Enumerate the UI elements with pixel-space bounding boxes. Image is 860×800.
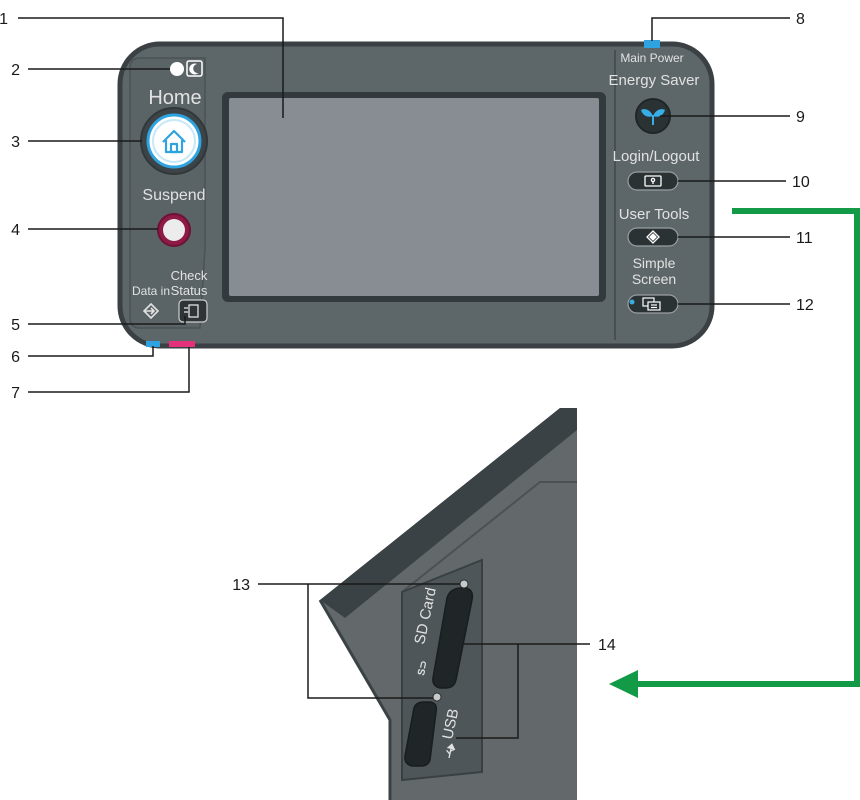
- touch-screen[interactable]: [229, 98, 599, 296]
- home-label: Home: [148, 87, 201, 109]
- check-status-icon: [184, 304, 199, 318]
- check-status-button[interactable]: [178, 299, 208, 323]
- check-label: Check: [171, 268, 208, 283]
- control-panel: Home Suspend Check Status Data in: [117, 40, 715, 349]
- callout-6: 6: [11, 349, 20, 366]
- callout-lines: [18, 17, 790, 739]
- callout-numbers: 1 2 3 4 5 6 7 8 9 10 11 12 13 14: [0, 11, 814, 654]
- leader-1: [18, 17, 284, 118]
- leader-6: [28, 346, 154, 357]
- callout-14: 14: [598, 637, 616, 654]
- moon-icon: [186, 60, 203, 77]
- data-in-icon: [142, 302, 160, 320]
- leader-14: [456, 643, 590, 739]
- main-power-indicator: [644, 40, 660, 48]
- side-body-bevel: [320, 408, 577, 618]
- callout-10: 10: [792, 174, 810, 191]
- user-tools-label: User Tools: [619, 206, 690, 223]
- callout-11: 11: [796, 230, 813, 247]
- side-body-edge: [318, 599, 392, 800]
- login-logout-label: Login/Logout: [613, 148, 701, 165]
- callout-2: 2: [11, 62, 20, 79]
- home-icon: [162, 129, 186, 154]
- energy-saver-button[interactable]: [635, 98, 671, 134]
- home-button[interactable]: [140, 107, 208, 175]
- simple-screen-button[interactable]: [627, 294, 679, 314]
- callout-13: 13: [232, 577, 250, 594]
- data-in-label: Data in: [132, 284, 170, 298]
- usb-icon: [446, 743, 456, 759]
- leader-5: [28, 316, 186, 325]
- sd-logo-icon: S⊃: [416, 660, 430, 677]
- leader-13: [258, 583, 460, 699]
- callout-1: 1: [0, 11, 8, 28]
- suspend-button[interactable]: [157, 213, 191, 247]
- callout-4: 4: [11, 222, 20, 239]
- side-view: SD Card S⊃ USB: [318, 408, 577, 800]
- status-label: Status: [171, 283, 208, 298]
- callout-3: 3: [11, 134, 20, 151]
- communicating-indicator: [169, 341, 195, 347]
- sd-card-slot[interactable]: [432, 587, 474, 689]
- screen-label: Screen: [632, 271, 676, 287]
- main-power-label: Main Power: [620, 51, 683, 65]
- simple-label: Simple: [633, 255, 676, 271]
- login-logout-button[interactable]: [627, 171, 679, 191]
- usb-slot[interactable]: [404, 701, 438, 767]
- leader-7: [28, 347, 190, 393]
- leaf-icon: [641, 109, 665, 125]
- sd-card-access-lamp: [459, 579, 469, 589]
- simple-screen-icon: [642, 297, 661, 311]
- user-tools-button[interactable]: [627, 227, 679, 247]
- usb-label: USB: [439, 707, 462, 741]
- simple-screen-led: [629, 299, 635, 305]
- callout-12: 12: [796, 297, 814, 314]
- energy-saver-label: Energy Saver: [609, 72, 700, 89]
- status-led: [170, 62, 184, 76]
- side-body-inner-line: [401, 481, 577, 593]
- callout-5: 5: [11, 317, 20, 334]
- data-in-indicator: [146, 341, 160, 347]
- callout-7: 7: [11, 385, 20, 402]
- callout-8: 8: [796, 11, 805, 28]
- key-icon: [644, 175, 662, 187]
- usb-access-lamp: [432, 692, 442, 702]
- user-tools-icon: [646, 230, 660, 244]
- direction-arrow: [609, 208, 860, 698]
- callout-9: 9: [796, 109, 805, 126]
- suspend-label: Suspend: [142, 187, 205, 204]
- leader-8: [651, 17, 790, 41]
- arrow-head: [609, 670, 638, 698]
